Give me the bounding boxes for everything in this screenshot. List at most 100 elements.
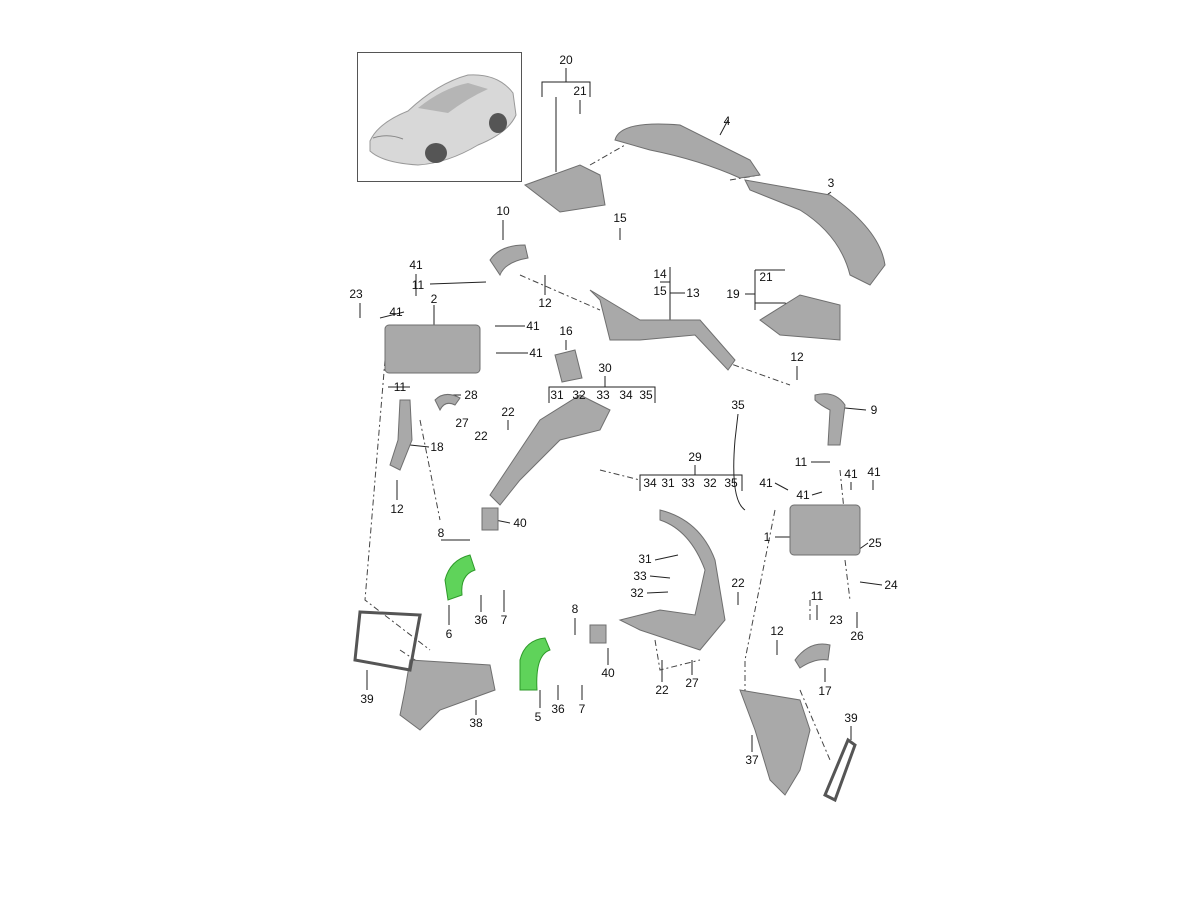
callout: 41 [409,258,423,272]
callout: 33 [681,476,695,490]
callout: 35 [724,476,738,490]
callout: 32 [703,476,717,490]
air-duct-19 [759,294,841,341]
air-box-37 [739,689,811,796]
callout: 22 [731,576,745,590]
callout: 34 [643,476,657,490]
highlighted-hose-6 [444,554,476,601]
callout: 25 [868,536,882,550]
callout: 38 [469,716,483,730]
callout: 32 [630,586,644,600]
callout: 11 [810,589,824,603]
callout: 5 [534,710,542,724]
seal-39 [353,610,422,672]
pipe-30 [489,394,611,506]
pipe-13 [589,289,736,371]
callout: 27 [685,676,699,690]
callout: 14 [653,267,667,281]
callout: 2 [430,292,438,306]
callout: 33 [596,388,610,402]
callout: 10 [496,204,510,218]
callout: 21 [759,270,773,284]
callout: 41 [796,488,810,502]
callout: 39 [360,692,374,706]
callout: 22 [474,429,488,443]
callout: 28 [464,388,478,402]
callout: 35 [731,398,745,412]
sleeve-40 [481,507,499,531]
callout: 12 [390,502,404,516]
callout: 32 [572,388,586,402]
hose-18 [389,399,413,471]
callout: 8 [437,526,445,540]
callout: 24 [884,578,898,592]
callout: 36 [551,702,565,716]
hose-17 [794,643,831,669]
callout: 15 [613,211,627,225]
callout: 13 [686,286,700,300]
callout: 27 [455,416,469,430]
callout: 11 [393,380,407,394]
callout: 41 [867,465,881,479]
callout: 22 [655,683,669,697]
callout: 6 [445,627,453,641]
air-box-38 [399,659,496,731]
callout: 31 [661,476,675,490]
callout: 23 [349,287,363,301]
callout: 31 [550,388,564,402]
callout: 12 [770,624,784,638]
callout: 41 [529,346,543,360]
callout: 40 [513,516,527,530]
callout: 11 [794,455,808,469]
callout: 39 [844,711,858,725]
callout: 41 [389,305,403,319]
callout: 34 [619,388,633,402]
seal-39b [823,737,857,803]
callout: 15 [653,284,667,298]
callout: 21 [573,84,587,98]
callout: 4 [723,114,731,128]
parts [384,123,886,796]
callout: 29 [688,450,702,464]
callout: 31 [638,552,652,566]
callout: 35 [639,388,653,402]
callout: 41 [844,467,858,481]
callout: 16 [559,324,573,338]
callout: 23 [829,613,843,627]
callout: 7 [500,613,508,627]
seals [353,610,857,803]
sleeve-40b [589,624,607,644]
callout: 36 [474,613,488,627]
air-duct-4 [614,123,761,179]
air-duct-20 [523,164,606,213]
callout: 22 [501,405,515,419]
callout: 26 [850,629,864,643]
callout: 41 [759,476,773,490]
hose-9 [814,393,846,446]
callout: 41 [526,319,540,333]
air-duct-3 [744,179,886,286]
pipe-29 [618,509,726,651]
callout: 12 [538,296,552,310]
callout: 40 [601,666,615,680]
hose-10 [489,244,529,277]
callout: 7 [578,702,586,716]
callout: 3 [827,176,835,190]
callout: 37 [745,753,759,767]
callout: 12 [790,350,804,364]
callout: 20 [559,53,573,67]
callout: 9 [870,403,878,417]
intercooler-1 [789,504,861,556]
callout: 33 [633,569,647,583]
highlighted-parts [444,554,551,691]
callout: 8 [571,602,579,616]
callout: 17 [818,684,832,698]
callout: 18 [430,440,444,454]
hose-28 [434,394,461,412]
vehicle-thumbnail [357,52,522,182]
sleeve-16 [554,349,583,383]
leader-lines [359,68,883,752]
callout: 1 [763,530,771,544]
car-icon [369,74,517,166]
